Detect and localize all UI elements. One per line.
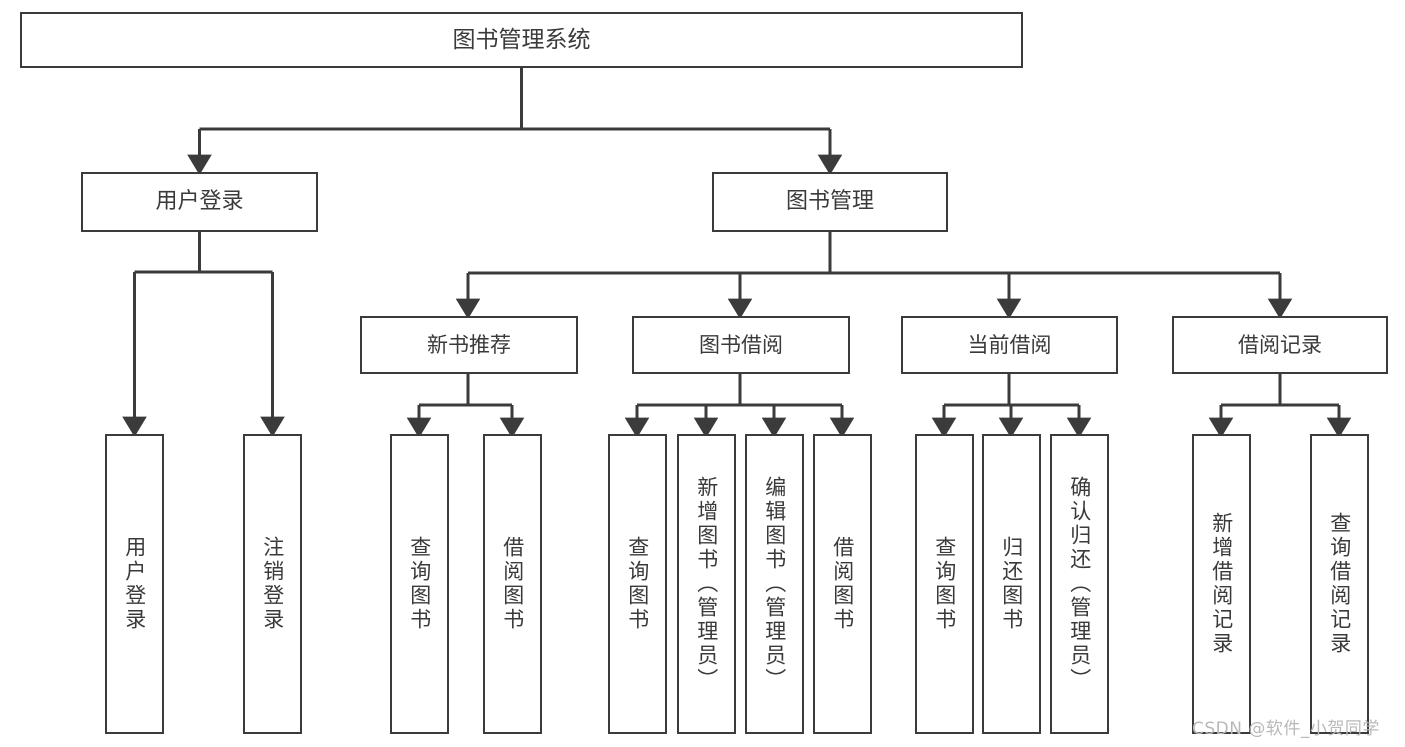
leaf-borrow-books-recommend-label: 借阅图书	[500, 536, 525, 632]
edge-book-management-to-level2	[455, 232, 1293, 319]
leaf-query-books-recommend[interactable]: 查询图书	[390, 434, 449, 734]
node-borrow-record-label: 借阅记录	[1238, 332, 1322, 357]
leaf-borrow-books-label: 借阅图书	[830, 536, 855, 632]
node-borrow-record[interactable]: 借阅记录	[1172, 316, 1388, 374]
leaf-return-books-label: 归还图书	[999, 536, 1024, 632]
leaf-borrow-books[interactable]: 借阅图书	[813, 434, 872, 734]
leaf-user-login-label: 用户登录	[122, 536, 147, 632]
node-user-login-label: 用户登录	[155, 189, 244, 215]
node-current-borrow[interactable]: 当前借阅	[901, 316, 1118, 374]
node-current-borrow-label: 当前借阅	[967, 332, 1052, 357]
node-user-login[interactable]: 用户登录	[81, 172, 318, 232]
leaf-query-books-current[interactable]: 查询图书	[915, 434, 974, 734]
leaf-add-book-admin-label: 新增图书（管理员）	[694, 476, 719, 692]
leaf-edit-book-admin-label: 编辑图书（管理员）	[762, 476, 787, 692]
leaf-query-books-recommend-label: 查询图书	[407, 536, 432, 632]
leaf-user-logout[interactable]: 注销登录	[243, 434, 302, 734]
leaf-add-borrow-record-label: 新增借阅记录	[1209, 512, 1234, 656]
edge-new-book-recommend-to-leaves	[406, 374, 525, 438]
node-book-management[interactable]: 图书管理	[712, 172, 948, 232]
node-new-book-recommend[interactable]: 新书推荐	[360, 316, 578, 374]
leaf-user-logout-label: 注销登录	[260, 536, 285, 632]
node-root-system-label: 图书管理系统	[452, 26, 591, 53]
leaf-confirm-return-admin[interactable]: 确认归还（管理员）	[1050, 434, 1109, 734]
edge-borrow-record-to-leaves	[1208, 374, 1352, 438]
node-book-borrow[interactable]: 图书借阅	[632, 316, 850, 374]
node-book-borrow-label: 图书借阅	[699, 332, 783, 357]
edge-root-to-level1	[187, 68, 843, 175]
leaf-confirm-return-admin-label: 确认归还（管理员）	[1067, 476, 1092, 692]
leaf-query-books-borrow-label: 查询图书	[625, 536, 650, 632]
edge-book-borrow-to-leaves	[624, 374, 855, 438]
leaf-add-borrow-record[interactable]: 新增借阅记录	[1192, 434, 1251, 734]
edge-current-borrow-to-leaves	[931, 374, 1092, 438]
leaf-add-book-admin[interactable]: 新增图书（管理员）	[677, 434, 736, 734]
edge-user-login-to-leaves	[122, 232, 285, 437]
leaf-user-login[interactable]: 用户登录	[105, 434, 164, 734]
node-book-management-label: 图书管理	[785, 189, 874, 215]
node-new-book-recommend-label: 新书推荐	[427, 332, 511, 357]
leaf-return-books[interactable]: 归还图书	[982, 434, 1041, 734]
leaf-query-borrow-record-label: 查询借阅记录	[1327, 512, 1352, 656]
csdn-watermark: CSDN @软件_小贺同学	[1192, 719, 1380, 739]
leaf-query-books-current-label: 查询图书	[932, 536, 957, 632]
leaf-query-books-borrow[interactable]: 查询图书	[608, 434, 667, 734]
node-root-system[interactable]: 图书管理系统	[20, 12, 1023, 68]
leaf-edit-book-admin[interactable]: 编辑图书（管理员）	[745, 434, 804, 734]
leaf-query-borrow-record[interactable]: 查询借阅记录	[1310, 434, 1369, 734]
leaf-borrow-books-recommend[interactable]: 借阅图书	[483, 434, 542, 734]
